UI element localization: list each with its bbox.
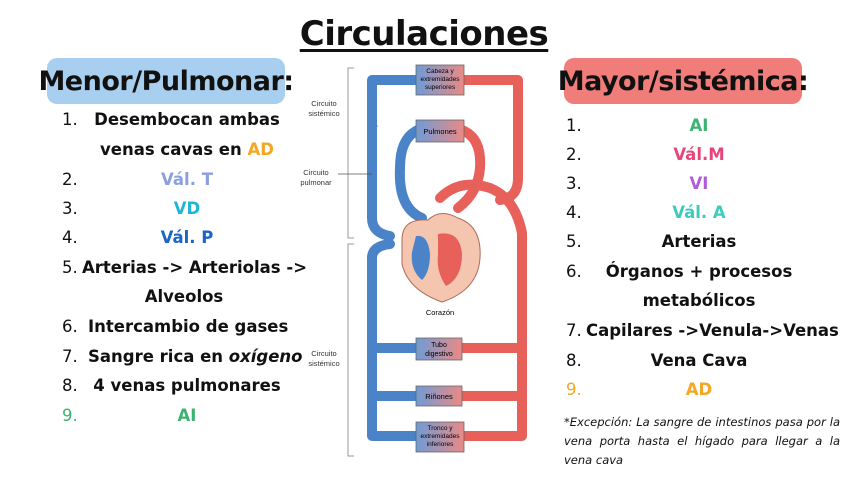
- pulmonary-circulation-heading: Menor/Pulmonar:: [38, 58, 294, 104]
- item-number: 3.: [566, 174, 582, 193]
- item-text: Vál. P: [160, 228, 214, 247]
- item-text: Órganos + procesos: [605, 262, 793, 281]
- item-text: AD: [685, 380, 713, 399]
- portal-vein-note: *Excepción: La sangre de intestinos pasa…: [564, 415, 840, 467]
- pulmonary-steps-list: 1. Desembocan ambas venas cavas en AD 2.…: [62, 106, 308, 426]
- item-text: Alveolos: [144, 287, 224, 306]
- trunk-label-2: extremidades: [420, 433, 460, 440]
- item-number: 4.: [566, 203, 582, 222]
- item-text-part: venas cavas en: [100, 140, 248, 159]
- systemic-label-top: Circuito sistémico: [308, 99, 339, 118]
- item-number: 8.: [62, 376, 78, 395]
- kidneys-box: Riñones: [415, 385, 463, 407]
- systemic-top-line-1: Circuito: [311, 99, 336, 108]
- systemic-bottom-line-2: sistémico: [308, 359, 339, 368]
- lungs-label: Pulmones: [423, 127, 457, 136]
- item-number: 2.: [62, 170, 78, 189]
- item-text: Sangre rica en oxígeno: [88, 343, 303, 371]
- item-text: Intercambio de gases: [88, 317, 289, 336]
- item-text: Vál. T: [161, 170, 213, 189]
- item-text: VI: [689, 174, 709, 193]
- item-number: 1.: [62, 110, 78, 129]
- systemic-circulation-heading: Mayor/sistémica:: [558, 58, 809, 104]
- item-number: 3.: [62, 199, 78, 218]
- heart: Corazón: [401, 213, 481, 317]
- trunk-label-1: Tronco y: [427, 425, 453, 432]
- pulmonary-line-2: pulmonar: [300, 178, 332, 187]
- systemic-bottom-line-1: Circuito: [311, 349, 336, 358]
- item-number: 4.: [62, 228, 78, 247]
- item-text: Vena Cava: [650, 351, 748, 370]
- trunk-box: Tronco y extremidades inferiores: [415, 421, 465, 453]
- item-number: 8.: [566, 351, 582, 370]
- item-text: Arterias: [661, 232, 737, 251]
- item-text: 4 venas pulmonares: [93, 376, 281, 395]
- systemic-top-line-2: sistémico: [308, 109, 339, 118]
- item-number: 5.: [566, 232, 582, 251]
- page-title: Circulaciones: [299, 14, 549, 54]
- heart-label: Corazón: [426, 308, 454, 317]
- item-text: Capilares ->Venula->Venas: [586, 321, 839, 340]
- head-box: Cabeza y extremidades superiores: [415, 64, 465, 96]
- item-number: 9.: [62, 406, 78, 425]
- item-number: 1.: [566, 116, 582, 135]
- systemic-label-bottom: Circuito sistémico: [308, 349, 339, 368]
- item-text-emphasis: oxígeno: [228, 347, 303, 366]
- item-text-part: Sangre rica en: [88, 347, 229, 366]
- ad-label: AD: [247, 140, 274, 159]
- item-number: 9.: [566, 380, 582, 399]
- systemic-steps-list: 1. AI 2. Vál.M 3. VI 4. Vál. A 5. Arteri…: [566, 112, 839, 412]
- head-label-1: Cabeza y: [426, 68, 454, 75]
- item-text: metabólicos: [642, 291, 756, 310]
- head-label-3: superiores: [425, 84, 456, 91]
- gut-box: Tubo digestivo: [415, 337, 463, 361]
- item-text: Vál.M: [673, 145, 725, 164]
- circulation-diagram: Cabeza y extremidades superiores Pulmone…: [300, 64, 527, 457]
- item-text: Vál. A: [672, 203, 726, 222]
- item-number: 6.: [566, 262, 582, 281]
- item-number: 6.: [62, 317, 78, 336]
- gut-label-2: digestivo: [425, 351, 453, 358]
- item-number: 2.: [566, 145, 582, 164]
- lungs-box: Pulmones: [415, 119, 465, 143]
- item-text: venas cavas en AD: [88, 136, 286, 164]
- gut-label-1: Tubo: [431, 342, 447, 349]
- arterial-vessels: [435, 75, 527, 441]
- item-text: AI: [689, 116, 709, 135]
- item-text: AI: [177, 406, 197, 425]
- pulmonary-label: Circuito pulmonar: [300, 168, 372, 187]
- pulmonary-line-1: Circuito: [303, 168, 328, 177]
- head-label-2: extremidades: [420, 76, 460, 83]
- item-text: Desembocan ambas: [94, 110, 280, 129]
- kidneys-label: Riñones: [425, 392, 453, 401]
- item-number: 7.: [62, 347, 78, 366]
- item-number: 7.: [566, 321, 582, 340]
- item-number: 5.: [62, 258, 78, 277]
- item-text: Arterias -> Arteriolas ->: [82, 258, 308, 277]
- trunk-label-3: inferiores: [427, 441, 454, 448]
- item-text: VD: [173, 199, 201, 218]
